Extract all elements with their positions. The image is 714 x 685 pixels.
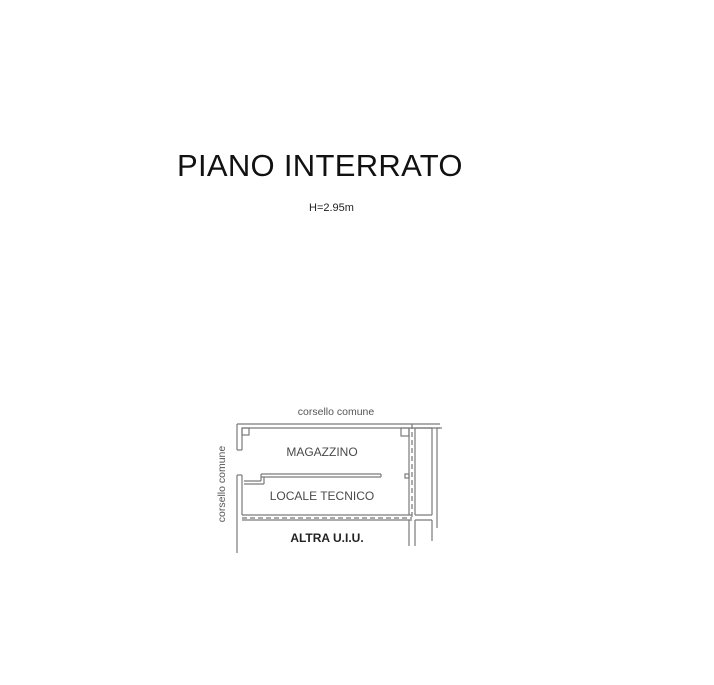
left-corridor-label: corsello comune: [216, 446, 228, 523]
adjacent-shaft: [415, 427, 442, 541]
pillar-top-left: [241, 427, 250, 436]
top-wall: [237, 423, 440, 429]
left-wall-upper: [236, 424, 243, 451]
top-corridor-label: corsello comune: [298, 406, 375, 418]
property-boundary-horizontal: [242, 514, 412, 521]
right-wall: [408, 424, 416, 546]
height-note: H=2.95m: [309, 202, 354, 214]
room-label-locale-tecnico: LOCALE TECNICO: [270, 489, 374, 503]
room-label-magazzino: MAGAZZINO: [286, 445, 357, 459]
pillar-top-right: [400, 427, 410, 437]
room-label-altra-uiu: ALTRA U.I.U.: [290, 531, 363, 545]
partition-wall: [244, 473, 382, 485]
wall-stub: [404, 473, 410, 479]
left-wall-lower: [236, 474, 243, 553]
drawing-title: PIANO INTERRATO: [177, 148, 463, 183]
